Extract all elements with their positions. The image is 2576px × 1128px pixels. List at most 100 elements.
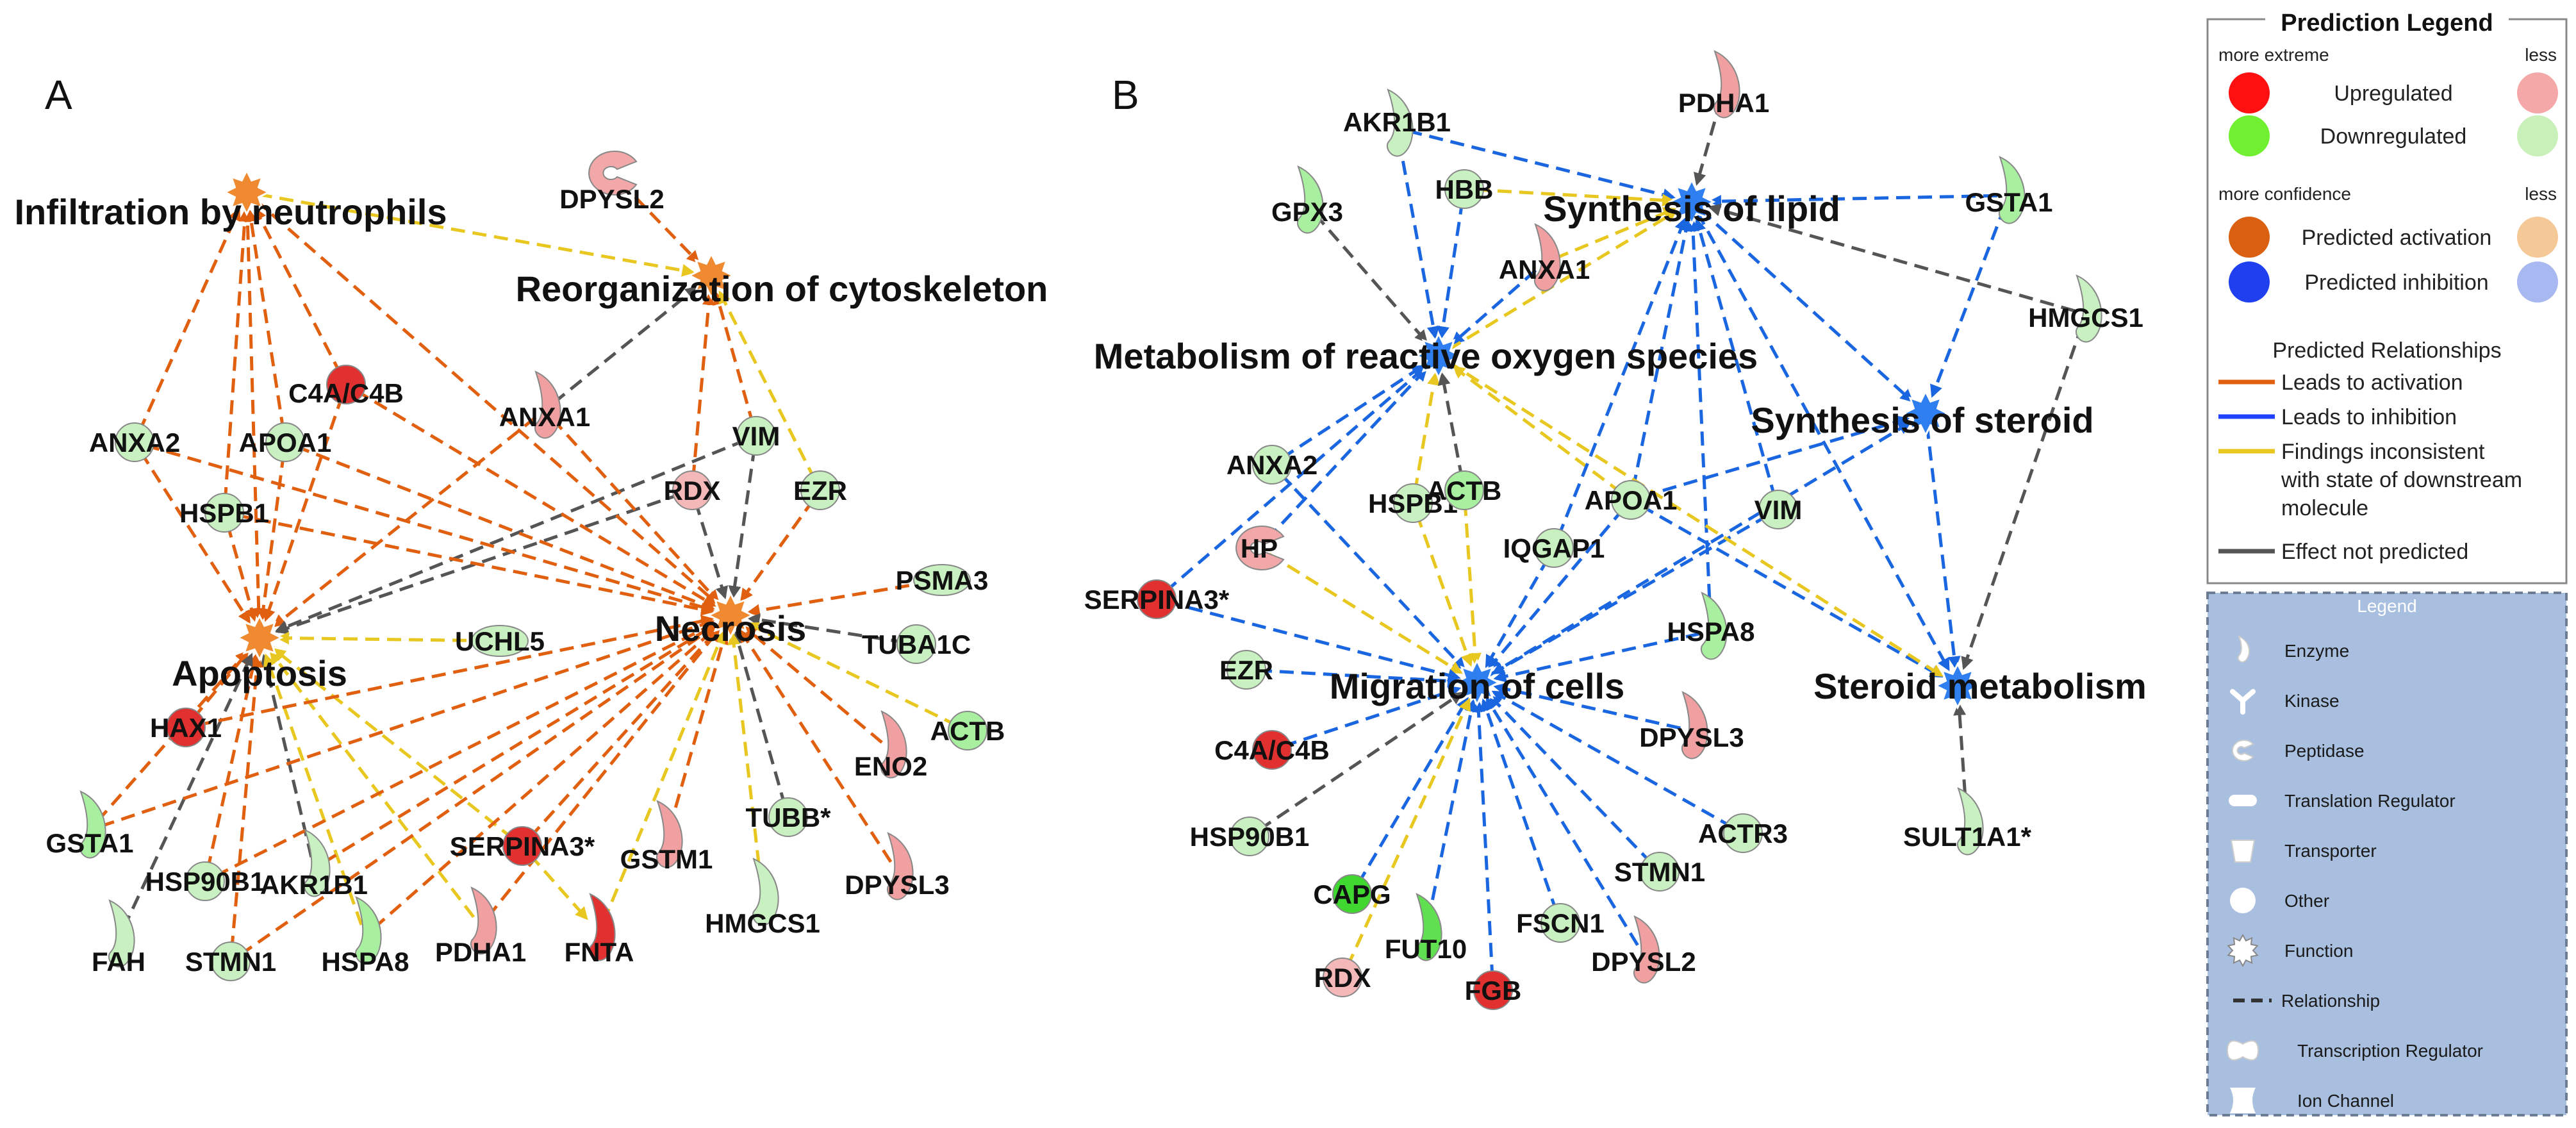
panel-b-edge-serpina3-ros — [1164, 366, 1426, 593]
panel-a-node-rdx[interactable]: RDX — [664, 470, 721, 510]
panel-a-node-anxa2[interactable]: ANXA2 — [89, 422, 180, 462]
panel-b-node-rdx[interactable]: RDX — [1314, 958, 1371, 997]
panel-b-node-fscn1[interactable]: FSCN1 — [1516, 903, 1605, 943]
panel-a-node-apoa1[interactable]: APOA1 — [239, 422, 332, 462]
panel-a-node-gsta1[interactable]: GSTA1 — [46, 790, 134, 859]
panel-a-node-c4a[interactable]: C4A/C4B — [288, 365, 404, 408]
panel-a-node-anxa1[interactable]: ANXA1 — [499, 370, 590, 439]
panel-b-node-stmn1[interactable]: STMN1 — [1614, 852, 1705, 892]
panel-a-edge-hax1-necrosis — [197, 615, 714, 727]
other-icon — [1444, 169, 1484, 209]
panel-a-label-ezr: EZR — [793, 476, 847, 506]
panel-b-function-steroid_syn[interactable]: Synthesis of steroid — [1751, 389, 2094, 440]
panel-b-label-iqgap1: IQGAP1 — [1503, 533, 1605, 563]
panel-b-node-capg[interactable]: CAPG — [1313, 874, 1391, 914]
other-icon — [1473, 970, 1513, 1010]
panel-b-function-lipid[interactable]: Synthesis of lipid — [1543, 178, 1840, 229]
panel-b-node-fgb[interactable]: FGB — [1465, 970, 1522, 1010]
other-icon — [768, 797, 808, 837]
panel-b-edge-ezr-migration — [1257, 668, 1461, 688]
panel-a-node-psma3[interactable]: PSMA3 — [896, 564, 989, 596]
panel-a-node-tuba1c[interactable]: TUBA1C — [862, 624, 971, 664]
panel-b-node-anxa1[interactable]: ANXA1 — [1499, 223, 1590, 292]
other-icon — [1611, 480, 1651, 520]
panel-a-node-hsp90b1[interactable]: HSP90B1 — [145, 861, 265, 901]
panel-b-edge-apoa1-steroid_syn — [1641, 415, 1910, 499]
function-icon — [1933, 661, 1982, 710]
panel-a-edge-pdha1-apoptosis — [269, 651, 475, 918]
panel-b-function-ros[interactable]: Metabolism of reactive oxygen species — [1094, 331, 1758, 380]
panel-a-node-fah[interactable]: FAH — [92, 899, 145, 977]
panel-a-node-hspa8[interactable]: HSPA8 — [322, 896, 409, 977]
panel-a-node-tubb[interactable]: TUBB* — [746, 797, 832, 837]
shape-legend-label: Transcription Regulator — [2297, 1041, 2483, 1061]
panel-b-node-hbb[interactable]: HBB — [1435, 169, 1494, 209]
panel-b-edge-akr1b1-lipid — [1407, 129, 1676, 201]
panel-b-node-pdha1[interactable]: PDHA1 — [1678, 50, 1769, 119]
panel-b-node-hp[interactable]: HP — [1235, 526, 1285, 570]
panel-b-function-label-migration: Migration of cells — [1330, 666, 1625, 706]
panel-a-edge-tubb-necrosis — [732, 631, 787, 807]
panel-b-node-serpina3[interactable]: SERPINA3* — [1084, 579, 1230, 619]
panel-a-function-infiltration[interactable]: Infiltration by neutrophils — [14, 168, 447, 232]
panel-b-edge-apoa1-lipid — [1631, 218, 1692, 489]
panel-a-function-apoptosis[interactable]: Apoptosis — [172, 613, 347, 693]
panel-b-label-hbb: HBB — [1435, 174, 1494, 204]
shape-legend-label: Other — [2284, 891, 2329, 911]
panel-a-label-akr1b1: AKR1B1 — [260, 870, 368, 900]
panel-a-node-fnta[interactable]: FNTA — [565, 893, 634, 967]
panel-b-node-iqgap1[interactable]: IQGAP1 — [1503, 528, 1605, 568]
panel-b-node-dpysl3[interactable]: DPYSL3 — [1639, 691, 1744, 759]
panel-a-function-reorganization[interactable]: Reorganization of cytoskeleton — [516, 251, 1048, 309]
panel-b-node-akr1b1[interactable]: AKR1B1 — [1343, 88, 1451, 157]
panel-b-node-gsta1[interactable]: GSTA1 — [1965, 156, 2053, 224]
panel-b-node-gpx3[interactable]: GPX3 — [1271, 165, 1343, 234]
panel-b-node-hsp90b1[interactable]: HSP90B1 — [1190, 817, 1310, 856]
panel-b-node-ezr[interactable]: EZR — [1219, 650, 1273, 690]
panel-a-node-ezr[interactable]: EZR — [793, 470, 847, 510]
panel-b-node-fut10[interactable]: FUT10 — [1385, 893, 1467, 964]
peptidase-icon — [1235, 526, 1285, 570]
panel-a-edge-apoa1-apoptosis — [257, 453, 286, 622]
panel-a-node-hmgcs1[interactable]: HMGCS1 — [705, 858, 820, 938]
panel-a-node-pdha1[interactable]: PDHA1 — [435, 886, 526, 967]
panel-a-node-dpysl3[interactable]: DPYSL3 — [845, 832, 950, 900]
panel-b-node-apoa1[interactable]: APOA1 — [1585, 480, 1678, 520]
panel-a-node-hspb1[interactable]: HSPB1 — [179, 493, 269, 533]
panel-b-node-actb[interactable]: ACTB — [1427, 470, 1502, 510]
panel-b-edge-c4a-migration — [1282, 685, 1462, 748]
enzyme-icon — [1700, 592, 1728, 660]
panel-b-label-dpysl3: DPYSL3 — [1639, 722, 1744, 752]
panel-b-node-hspb1[interactable]: HSPB1 — [1368, 483, 1458, 523]
panel-a-node-akr1b1[interactable]: AKR1B1 — [260, 829, 368, 900]
panel-b-node-sult1a1[interactable]: SULT1A1* — [1903, 787, 2032, 856]
panel-a-node-actb[interactable]: ACTB — [930, 711, 1005, 751]
panel-b-node-actr3[interactable]: ACTR3 — [1698, 813, 1788, 853]
panel-b-function-migration[interactable]: Migration of cells — [1330, 658, 1625, 707]
enzyme-icon — [1998, 156, 2026, 224]
panel-b-node-hmgcs1[interactable]: HMGCS1 — [2028, 274, 2143, 343]
panel-a-node-vim[interactable]: VIM — [732, 416, 780, 456]
panel-b-node-anxa2[interactable]: ANXA2 — [1226, 445, 1317, 485]
panel-b-node-c4a[interactable]: C4A/C4B — [1214, 730, 1330, 770]
panel-a-node-dpysl2[interactable]: DPYSL2 — [559, 151, 665, 214]
panel-a-function-necrosis[interactable]: Necrosis — [655, 591, 807, 649]
enzyme-icon — [1681, 691, 1708, 759]
panel-b-node-hspa8[interactable]: HSPA8 — [1667, 592, 1755, 660]
panel-a-edge-rdx-apoptosis — [275, 492, 682, 634]
prediction-legend-box — [2206, 18, 2568, 585]
panel-b-node-dpysl2[interactable]: DPYSL2 — [1591, 915, 1696, 984]
panel-a-node-hax1[interactable]: HAX1 — [150, 708, 222, 747]
panel-a-node-gstm1[interactable]: GSTM1 — [620, 800, 713, 874]
panel-b-edge-capg-migration — [1357, 697, 1469, 885]
panel-a-edge-serpina3-necrosis — [529, 627, 720, 839]
panel-a-node-eno2[interactable]: ENO2 — [854, 710, 927, 781]
panel-a-node-serpina3[interactable]: SERPINA3* — [450, 826, 595, 866]
panel-b-node-vim[interactable]: VIM — [1754, 490, 1803, 529]
panel-b-edge-apoa1-ros — [1451, 365, 1623, 495]
panel-a-label-apoa1: APOA1 — [239, 427, 332, 458]
panel-a-node-stmn1[interactable]: STMN1 — [185, 941, 276, 981]
legend-more-extreme: more extreme — [2218, 45, 2329, 65]
panel-b-function-steroid_met[interactable]: Steroid metabolism — [1813, 661, 2147, 710]
panel-a-node-uchl5[interactable]: UCHL5 — [455, 625, 545, 657]
